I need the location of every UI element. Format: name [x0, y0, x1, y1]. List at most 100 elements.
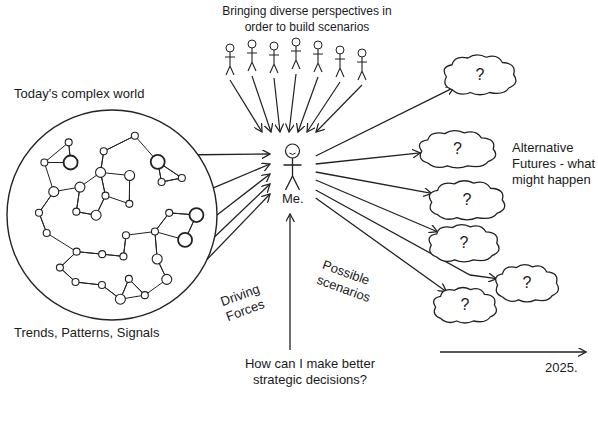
perspective-arrow — [252, 76, 271, 132]
person-figure — [247, 40, 257, 71]
person-body — [313, 49, 323, 72]
network-node — [131, 132, 138, 139]
network-node — [100, 148, 107, 155]
person-figure — [313, 41, 323, 72]
network-node — [158, 178, 165, 185]
world-circle: Today's complex worldTrends, Patterns, S… — [2, 82, 229, 347]
note-label: Driving Forces — [218, 273, 289, 325]
person-body — [225, 52, 235, 75]
person-head — [270, 42, 278, 50]
person-figure — [335, 46, 345, 77]
network-node — [125, 275, 132, 282]
future-cloud: ? — [415, 128, 500, 170]
cloud-outline — [496, 265, 559, 302]
question-mark: ? — [461, 296, 470, 314]
network-node — [64, 155, 78, 169]
network-link — [47, 233, 77, 252]
network-node — [75, 182, 85, 192]
perspective-arrow — [230, 80, 262, 132]
person-head — [358, 49, 366, 57]
perspective-arrow — [316, 85, 362, 132]
label-box: Alternative Futures - what might happen — [512, 140, 596, 188]
future-cloud: ? — [440, 52, 520, 97]
world-heading: Today's complex world — [14, 86, 219, 102]
people-sketch — [225, 38, 367, 132]
note-label: Alternative Futures - what might happen — [512, 140, 596, 188]
label-box: How can I make better strategic decision… — [240, 356, 380, 388]
perspective-arrow — [289, 74, 296, 132]
network-node — [73, 208, 80, 215]
network-node — [120, 253, 127, 260]
flow-arrow — [215, 184, 270, 237]
network-node — [65, 139, 72, 146]
person-body — [247, 48, 257, 71]
network-node — [91, 210, 101, 220]
cloud-outline — [429, 181, 504, 220]
flow-arrow — [213, 164, 270, 188]
network-node — [72, 279, 79, 286]
network-node — [99, 251, 106, 258]
timeline-arrow — [440, 351, 586, 352]
network-node — [43, 230, 50, 237]
cloud-outline — [429, 225, 499, 262]
network-node — [125, 170, 135, 180]
network-node — [189, 208, 203, 222]
network-node — [41, 159, 48, 166]
network-node — [141, 292, 148, 299]
person-body — [269, 50, 279, 73]
label-box: Driving Forces — [218, 273, 289, 325]
person-body — [291, 46, 301, 69]
network-sketch — [35, 132, 203, 304]
question-arrow — [289, 214, 290, 350]
network-node — [49, 187, 59, 197]
network-node — [102, 192, 109, 199]
me-head — [286, 144, 300, 158]
person-head — [314, 41, 322, 49]
node-outline — [2, 82, 229, 347]
person-figure — [225, 44, 235, 75]
cloud-outline — [434, 287, 497, 323]
me-smile — [290, 153, 296, 155]
person-figure — [269, 42, 279, 73]
question-mark: ? — [460, 234, 469, 252]
person-body — [357, 57, 367, 80]
network-node — [151, 155, 165, 169]
world-footer: Trends, Patterns, Signals — [14, 325, 219, 341]
label-box: 2025. — [545, 360, 585, 376]
note-label: Possible scenarios — [315, 257, 392, 311]
future-cloud: ? — [430, 285, 500, 325]
note-label: How can I make better strategic decision… — [240, 356, 380, 388]
network-node — [98, 282, 105, 289]
network-node — [115, 294, 125, 304]
network-node — [162, 274, 172, 284]
future-cloud: ? — [425, 178, 509, 222]
question-mark: ? — [453, 140, 462, 158]
network-node — [166, 209, 173, 216]
flow-arrow — [316, 153, 421, 164]
person-body — [335, 54, 345, 77]
network-node — [56, 264, 63, 271]
me-label: Me. — [282, 191, 304, 207]
person-head — [248, 40, 256, 48]
question-mark: ? — [463, 191, 472, 209]
cloud-outline — [444, 55, 516, 95]
network-node — [73, 248, 80, 255]
perspective-arrow — [298, 77, 318, 132]
person-figure — [357, 49, 367, 80]
person-head — [226, 44, 234, 52]
network-link — [104, 136, 135, 152]
person-head — [292, 38, 300, 46]
note-label: 2025. — [545, 360, 585, 376]
network-node — [96, 167, 106, 177]
network-node — [151, 228, 158, 235]
flow-arrow — [316, 172, 432, 193]
label-box: Possible scenarios — [315, 257, 392, 311]
future-cloud: ? — [425, 222, 503, 264]
world-outline — [7, 110, 217, 320]
network-node — [178, 174, 185, 181]
network-link — [104, 136, 135, 152]
label-box: Bringing diverse perspectives in order t… — [212, 3, 402, 35]
network-node — [178, 233, 192, 247]
